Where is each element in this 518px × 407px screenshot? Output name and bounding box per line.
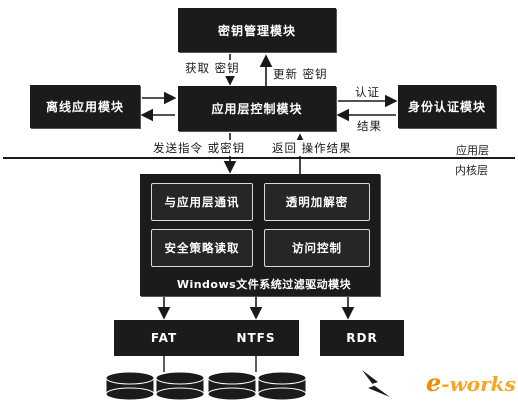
label-get-key: 获取 密钥	[185, 60, 240, 76]
disk-icon	[105, 371, 155, 401]
comm-app-submodule: 与应用层通讯	[151, 183, 253, 221]
encrypt-decrypt-submodule: 透明加解密	[264, 183, 370, 221]
label-auth: 认证	[355, 84, 380, 100]
eworks-logo: e-works	[426, 368, 516, 397]
label-send-cmd: 发送指令 或密钥	[153, 140, 246, 156]
label-result: 结果	[357, 118, 382, 134]
disk-icon	[155, 371, 205, 401]
access-control-submodule: 访问控制	[264, 229, 370, 267]
fs-ntfs: NTFS	[213, 320, 299, 356]
policy-read-submodule: 安全策略读取	[151, 229, 253, 267]
key-manage-module: 密钥管理模块	[178, 8, 336, 52]
label-return-result: 返回 操作结果	[272, 140, 352, 156]
disk-icon	[207, 371, 257, 401]
filter-driver-label: Windows文件系统过滤驱动模块	[176, 278, 352, 291]
network-bolt-icon	[362, 370, 390, 397]
fs-rdr: RDR	[320, 320, 404, 356]
identity-auth-module: 身份认证模块	[398, 85, 496, 128]
fs-fat: FAT	[114, 320, 214, 356]
offline-app-module: 离线应用模块	[30, 85, 140, 128]
kernel-layer-label: 内核层	[455, 164, 488, 177]
layer-divider	[3, 157, 515, 159]
label-update-key: 更新 密钥	[273, 66, 328, 82]
app-layer-label: 应用层	[456, 144, 489, 157]
disk-icon	[257, 371, 307, 401]
app-control-module: 应用层控制模块	[178, 86, 336, 131]
